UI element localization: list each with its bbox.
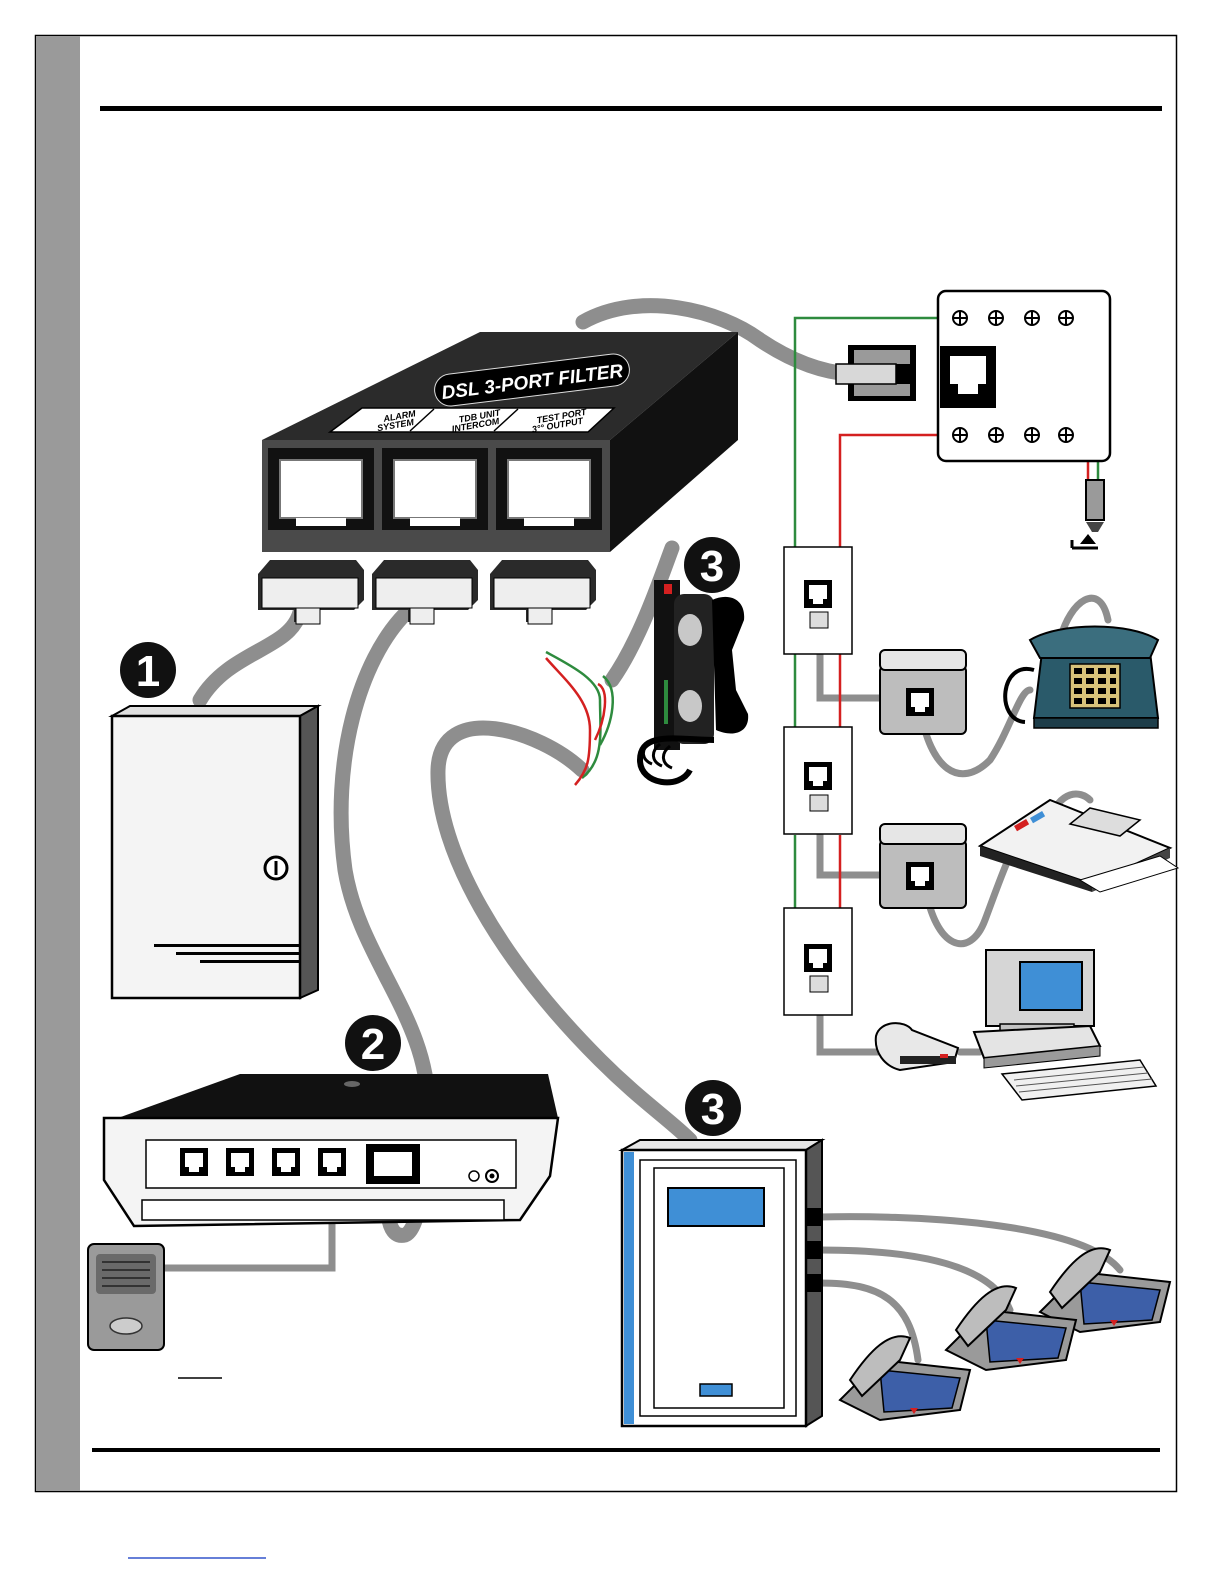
- callout-3-top: 3: [684, 537, 740, 593]
- filter-port-3[interactable]: [496, 448, 602, 530]
- pbx-cabinet-icon: [622, 1140, 822, 1426]
- alarm-panel-icon: [112, 706, 318, 998]
- footer-rule: [92, 1448, 1160, 1452]
- desk-phone-icon: [1005, 627, 1158, 729]
- modem-icon: [876, 1023, 958, 1070]
- filter-port-1[interactable]: [268, 448, 374, 530]
- inline-filters: [880, 650, 966, 908]
- callout-3-pbx: 3: [685, 1080, 741, 1136]
- wall-phone-icon: [640, 580, 748, 782]
- computer-icon: [974, 950, 1156, 1100]
- filter-port-2[interactable]: [382, 448, 488, 530]
- fax-machine-icon: [980, 800, 1178, 892]
- dsl-filter: DSL 3-PORT FILTER ALARM SYSTEM TDB UNIT …: [262, 332, 738, 552]
- header-rule: [100, 106, 1162, 111]
- callout-2: 2: [345, 1015, 401, 1071]
- cable-port1-to-alarm: [200, 612, 300, 700]
- callout-2-number: 2: [361, 1020, 385, 1069]
- callout-1-number: 1: [136, 647, 160, 696]
- line-plug: [836, 345, 916, 401]
- wall-jacks: [784, 547, 852, 1015]
- filter-plugs: [258, 560, 596, 624]
- ground-icon: [1072, 480, 1104, 548]
- door-station-icon: [88, 1244, 164, 1350]
- callout-3-pbx-number: 3: [701, 1085, 725, 1134]
- callout-3-top-number: 3: [700, 542, 724, 591]
- callout-1: 1: [120, 642, 176, 698]
- extension-phones: [840, 1248, 1170, 1420]
- intercom-base-icon: [104, 1074, 558, 1226]
- side-bar: [36, 36, 80, 1491]
- demarc-block: [938, 291, 1110, 461]
